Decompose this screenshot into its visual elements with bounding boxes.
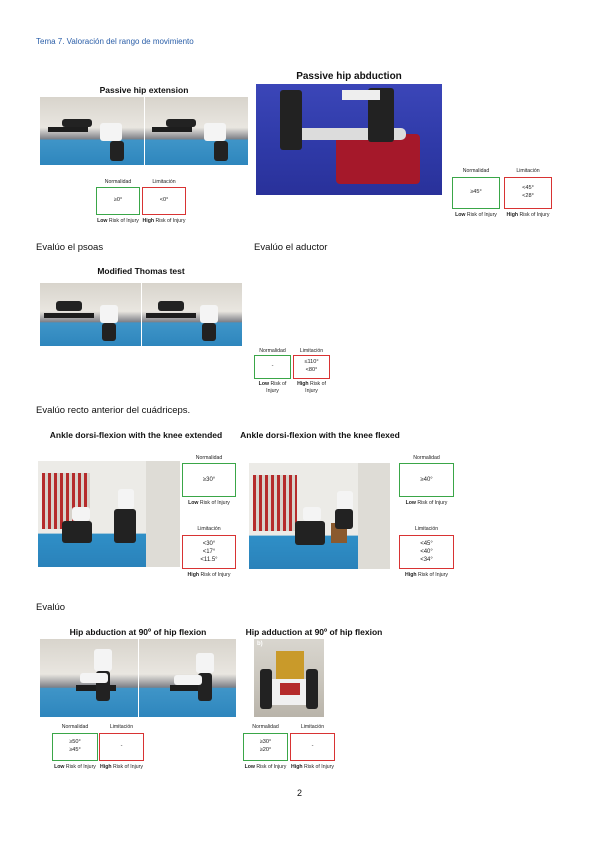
low-risk-text: Low Risk of Injury — [455, 212, 497, 218]
limit-value-box: - — [99, 733, 144, 761]
normal-value-box: ≥45° — [452, 177, 500, 209]
normal-value-box: ≥40° — [399, 463, 454, 497]
label-limitacion: Limitación — [516, 168, 540, 174]
figure-title-thomas-test: Modified Thomas test — [97, 266, 185, 276]
photo-hip-abduction-90 — [40, 639, 236, 717]
page-number: 2 — [296, 788, 302, 798]
section-heading-recto-anterior: Evalúo recto anterior del cuádriceps. — [36, 405, 191, 416]
label-limitacion: Limitación — [152, 179, 176, 185]
label-normalidad: Normalidad — [252, 724, 279, 730]
label-limitacion: Limitación — [197, 526, 221, 532]
figure-title-hip-adduction-90: Hip adduction at 90º of hip flexion — [245, 627, 383, 637]
low-risk-text: Low Risk of Injury — [405, 500, 448, 506]
photo-panel-label: b) — [257, 641, 263, 647]
normal-value-box: ≥0° — [96, 187, 140, 215]
label-normalidad: Normalidad — [259, 348, 286, 354]
section-heading-evaluo: Evalúo — [36, 602, 66, 613]
section-heading-aductor: Evalúo el aductor — [254, 242, 328, 253]
photo-hip-extension — [40, 97, 248, 165]
label-normalidad: Normalidad — [104, 179, 132, 185]
low-risk-text: Low Risk of Injury — [258, 381, 287, 394]
high-risk-text: High Risk of Injury — [297, 381, 326, 394]
figure-title-hip-abduction: Passive hip abduction — [296, 71, 402, 82]
label-limitacion: Limitación — [109, 724, 134, 730]
high-risk-text: High Risk of Injury — [291, 764, 334, 770]
document-header: Tema 7. Valoración del rango de movimien… — [36, 37, 194, 46]
limit-value-box: <45° <28° — [504, 177, 552, 209]
photo-ankle-knee-flexed — [249, 463, 390, 569]
limit-value-box: <30° <17° <11.5° — [182, 535, 236, 569]
high-risk-text: High Risk of Injury — [142, 218, 186, 224]
limit-value-box: - — [290, 733, 335, 761]
high-risk-text: High Risk of Injury — [405, 572, 448, 578]
figure-title-ankle-knee-extended: Ankle dorsi-flexion with the knee extend… — [49, 430, 223, 440]
low-risk-text: Low Risk of Injury — [97, 218, 139, 224]
low-risk-text: Low Risk of Injury — [54, 764, 96, 770]
label-normalidad: Normalidad — [413, 455, 440, 461]
label-limitacion: Limitación — [414, 526, 439, 532]
high-risk-text: High Risk of Injury — [506, 212, 550, 218]
normal-value-box: - — [254, 355, 291, 379]
limit-value-box: <45° <40° <34° — [399, 535, 454, 569]
photo-hip-abduction — [256, 84, 442, 195]
label-limitacion: Limitación — [300, 724, 325, 730]
label-limitacion: Limitación — [299, 348, 324, 354]
figure-title-ankle-knee-flexed: Ankle dorsi-flexion with the knee flexed — [240, 430, 400, 440]
photo-hip-adduction-90: b) — [254, 639, 324, 717]
photo-ankle-knee-extended — [38, 461, 180, 567]
label-normalidad: Normalidad — [195, 455, 223, 461]
limit-value-box: <0° — [142, 187, 186, 215]
normal-value-box: ≥30° ≥20° — [243, 733, 288, 761]
high-risk-text: High Risk of Injury — [187, 572, 231, 578]
low-risk-text: Low Risk of Injury — [188, 500, 230, 506]
figure-title-hip-abduction-90: Hip abduction at 90º of hip flexion — [69, 627, 207, 637]
low-risk-text: Low Risk of Injury — [244, 764, 287, 770]
normal-value-box: ≥30° — [182, 463, 236, 497]
limit-value-box: ≤110° <80° — [293, 355, 330, 379]
figure-title-hip-extension: Passive hip extension — [99, 85, 189, 95]
section-heading-psoas: Evalúo el psoas — [36, 242, 104, 253]
high-risk-text: High Risk of Injury — [100, 764, 143, 770]
label-normalidad: Normalidad — [462, 168, 490, 174]
label-normalidad: Normalidad — [61, 724, 89, 730]
normal-value-box: ≥50° ≥45° — [52, 733, 98, 761]
photo-thomas-test — [40, 283, 242, 346]
